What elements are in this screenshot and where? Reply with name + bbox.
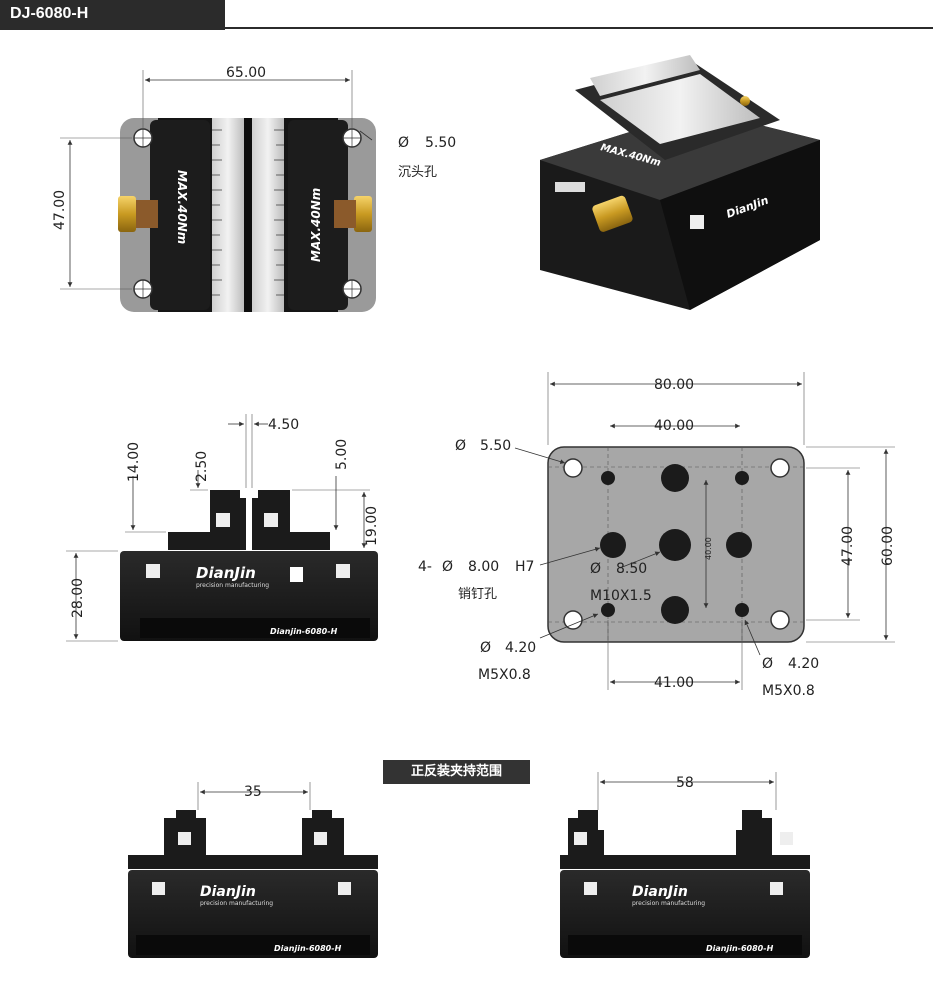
- side-jaw-top-dim: 2.50: [194, 451, 210, 482]
- side-body-height-dim: 28.00: [70, 578, 86, 618]
- bottom-view: 80.00 40.00 47.00 60.00 40.00 41.00 Ø 5.…: [418, 372, 896, 699]
- pin-dia-symbol: Ø: [442, 559, 453, 575]
- forward-brand: DianJin: [200, 884, 256, 900]
- side-gap-dim: 4.50: [268, 417, 299, 433]
- clamping-reverse-view: DianJin precision manufacturing Dianjin-…: [560, 772, 810, 958]
- thread-hole-2: [735, 471, 749, 485]
- clamping-forward-view: DianJin precision manufacturing Dianjin-…: [128, 782, 378, 958]
- pin-count: 4-: [418, 559, 432, 575]
- center-dia: 8.50: [616, 561, 647, 577]
- reverse-brand-sub: precision manufacturing: [632, 900, 705, 907]
- header-bar: DJ-6080-H: [0, 0, 225, 30]
- side-jaw-right: [252, 490, 330, 550]
- center-thread: M10X1.5: [590, 588, 652, 604]
- torque-label-left: MAX.40Nm: [175, 170, 189, 244]
- pin-dia: 8.00: [468, 559, 499, 575]
- side-brand-sub: precision manufacturing: [196, 582, 269, 589]
- bottom-hole-dia-symbol: Ø: [455, 438, 466, 454]
- small-right-dia-symbol: Ø: [762, 656, 773, 672]
- scale-ruler-right: [252, 118, 284, 312]
- scale-ruler-left: [212, 118, 244, 312]
- small-left-dia-symbol: Ø: [480, 640, 491, 656]
- iso-ruler-2: [600, 74, 760, 144]
- reverse-range-dim: 58: [676, 775, 694, 791]
- bottom-corner-hole-bl: [563, 610, 583, 630]
- center-hole-top: [661, 464, 689, 492]
- side-height-14: 14.00: [126, 442, 142, 482]
- reverse-jaw-base: [560, 855, 810, 869]
- torque-label-right: MAX.40Nm: [309, 188, 323, 262]
- top-hole-dia: 5.50: [425, 135, 456, 151]
- forward-model: Dianjin-6080-H: [274, 944, 342, 953]
- bottom-corner-hole-tl: [563, 458, 583, 478]
- top-hole-note: 沉头孔: [398, 165, 437, 180]
- side-brand: DianJin: [196, 564, 256, 582]
- forward-jaw-base: [128, 855, 378, 869]
- bottom-inner-height-dim: 47.00: [840, 526, 856, 566]
- small-right-dia: 4.20: [788, 656, 819, 672]
- brass-screw-right: [354, 196, 372, 232]
- bottom-corner-hole-tr: [770, 458, 790, 478]
- side-jaw-height-dim: 19.00: [364, 506, 380, 546]
- clamping-range-title: 正反装夹持范围: [383, 760, 530, 784]
- small-left-thread: M5X0.8: [478, 667, 531, 683]
- thread-hole-3: [601, 603, 615, 617]
- spring-left: [136, 200, 158, 228]
- isometric-view: MAX.40Nm DianJin: [540, 55, 820, 310]
- iso-ruler-1: [590, 55, 700, 96]
- bottom-height-dim: 60.00: [880, 526, 896, 566]
- side-view: DianJin precision manufacturing Dianjin-…: [66, 414, 380, 642]
- thread-hole-1: [601, 471, 615, 485]
- top-width-dim: 65.00: [226, 65, 266, 81]
- pin-hole-right: [726, 532, 752, 558]
- side-model: Dianjin-6080-H: [270, 627, 338, 636]
- bottom-hole-dia: 5.50: [480, 438, 511, 454]
- thread-hole-4: [735, 603, 749, 617]
- bottom-corner-hole-br: [770, 610, 790, 630]
- top-height-dim: 47.00: [52, 190, 68, 230]
- side-jaw-step-dim: 5.00: [334, 439, 350, 470]
- pin-hole-left: [600, 532, 626, 558]
- iso-brass-screw: [592, 195, 633, 232]
- forward-range-dim: 35: [244, 784, 262, 800]
- forward-brand-sub: precision manufacturing: [200, 900, 273, 907]
- bottom-center-spacing-dim: 40.00: [704, 537, 713, 560]
- reverse-brand: DianJin: [632, 884, 688, 900]
- small-right-thread: M5X0.8: [762, 683, 815, 699]
- center-hole-middle: [659, 529, 691, 561]
- small-left-dia: 4.20: [505, 640, 536, 656]
- bottom-width-dim: 80.00: [654, 377, 694, 393]
- brass-screw-left: [118, 196, 136, 232]
- center-dia-symbol: Ø: [590, 561, 601, 577]
- top-view: MAX.40Nm MAX.40Nm 65.00 47.00 Ø 5.50 沉头孔: [52, 65, 456, 312]
- reverse-model: Dianjin-6080-H: [706, 944, 774, 953]
- bottom-width-41-dim: 41.00: [654, 675, 694, 691]
- header-title: DJ-6080-H: [10, 5, 89, 22]
- top-hole-dia-symbol: Ø: [398, 135, 409, 151]
- center-hole-bottom: [661, 596, 689, 624]
- bottom-inner-width-dim: 40.00: [654, 418, 694, 434]
- pin-note: 销钉孔: [458, 587, 497, 602]
- side-jaw-left: [168, 490, 246, 550]
- header-rule: [225, 27, 933, 29]
- pin-fit: H7: [515, 559, 534, 575]
- spring-right: [334, 200, 356, 228]
